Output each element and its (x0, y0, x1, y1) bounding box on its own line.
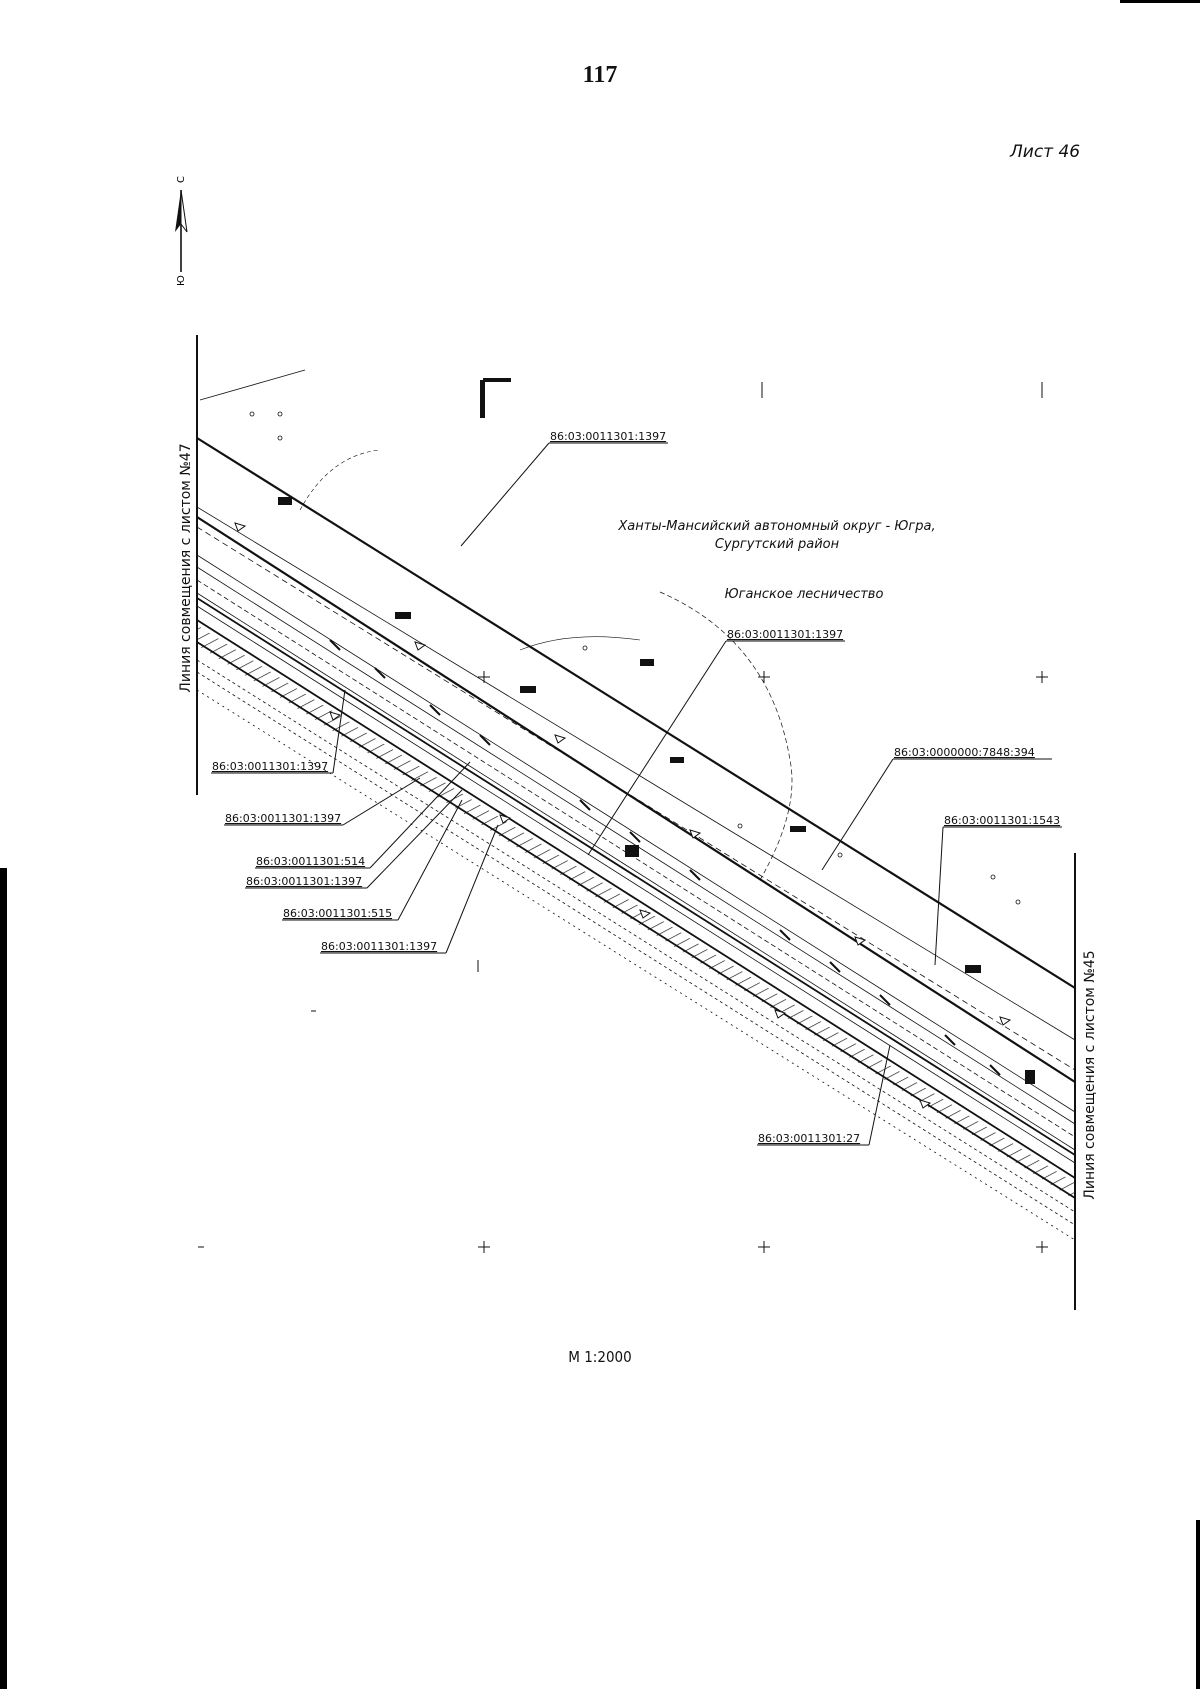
survey-points (249, 411, 1021, 905)
boundary-curve (519, 636, 641, 651)
boundary-line (199, 369, 306, 401)
parcel-label: 86:03:0011301:27 (758, 1132, 860, 1145)
page-number: 117 (582, 62, 618, 88)
north-arrow-south: Ю (176, 275, 187, 286)
parcel-label: 86:03:0011301:1397 (212, 760, 328, 773)
left-junction-label: Линия совмещения с листом №47 (178, 443, 194, 692)
scale-label: М 1:2000 (568, 1348, 632, 1366)
grid-crosses (198, 382, 1048, 1253)
parcel-label: 86:03:0000000:7848:394 (894, 746, 1035, 759)
parcel-label: 86:03:0011301:1397 (550, 430, 666, 443)
parcel-label: 86:03:0011301:515 (283, 907, 392, 920)
hatched-embankment (197, 625, 1075, 1200)
scan-edge-right (1196, 1520, 1200, 1689)
corridor-boundary (196, 437, 1076, 989)
district-name: Сургутский район (715, 537, 840, 552)
parcel-label: 86:03:0011301:1397 (727, 628, 843, 641)
parcel-label: 86:03:0011301:1543 (944, 814, 1060, 827)
north-arrow-icon: С Ю (175, 176, 188, 286)
sheet-label: Лист 46 (1010, 142, 1081, 162)
north-arrow-north: С (176, 176, 187, 183)
parcel-label: 86:03:0011301:1397 (321, 940, 437, 953)
terrain-marks (278, 378, 1035, 1084)
right-junction-label: Линия совмещения с листом №45 (1082, 950, 1098, 1199)
triangle-markers (234, 522, 1012, 1109)
boundary-line (299, 449, 381, 511)
parcel-label: 86:03:0011301:1397 (246, 875, 362, 888)
scan-edge-left (0, 868, 7, 1689)
parcel-label: 86:03:0011301:514 (256, 855, 365, 868)
forestry-name: Юганское лесничество (725, 587, 884, 602)
leader-lines (211, 442, 1062, 1146)
pipeline-ticks (329, 639, 1001, 1076)
corridor-boundary (196, 516, 1076, 1083)
region-name: Ханты-Мансийский автономный округ - Югра… (617, 519, 935, 534)
corridor-lines (196, 506, 1076, 1241)
parcel-label: 86:03:0011301:1397 (225, 812, 341, 825)
scan-edge-top-right (1120, 0, 1200, 3)
